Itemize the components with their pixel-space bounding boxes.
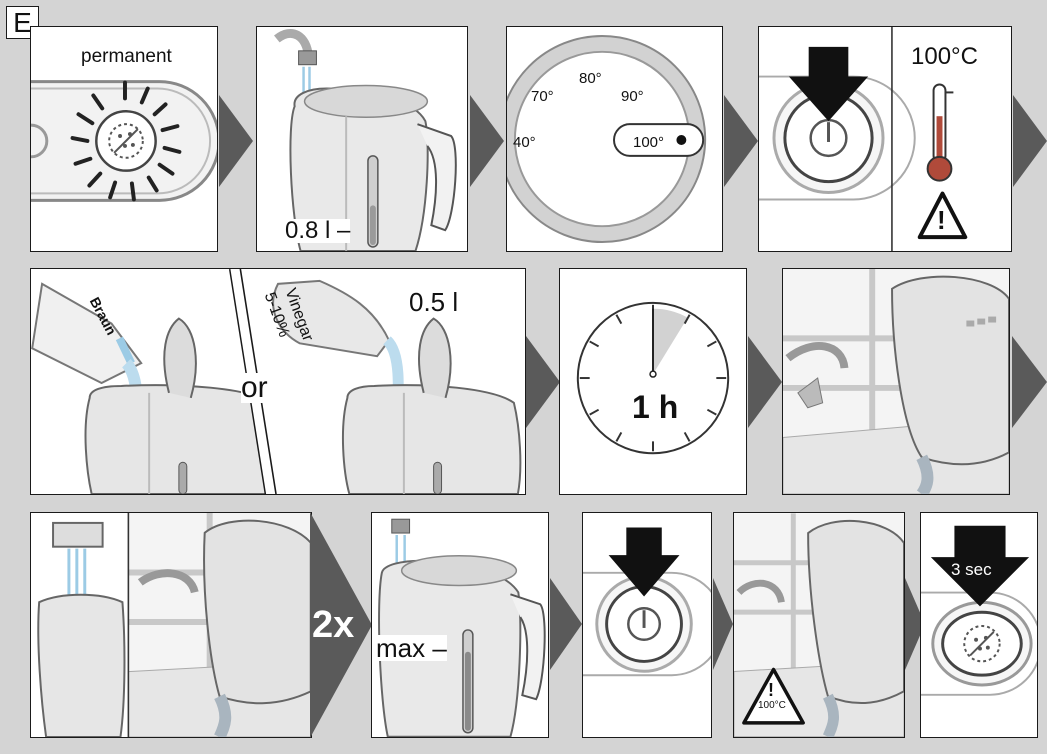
panel-fill-max: max –: [371, 512, 549, 738]
hot-temp-label: 100°C: [758, 700, 786, 711]
fill-level-label: 0.8 l –: [285, 217, 351, 244]
temperature-100c: 100°C: [911, 43, 978, 70]
hot-warning-mark: !: [768, 680, 774, 700]
step-arrow: [219, 95, 253, 187]
step-arrow: [1013, 95, 1047, 187]
warning-mark: !: [937, 205, 946, 235]
max-fill-label: max –: [376, 633, 447, 663]
vinegar-amount: 0.5 l: [409, 287, 459, 317]
dial-80: 80°: [579, 70, 602, 87]
dial-90: 90°: [621, 88, 644, 105]
dial-40: 40°: [513, 134, 536, 151]
panel-reset-descale: 3 sec: [920, 512, 1038, 738]
panel-empty-kettle: [782, 268, 1010, 495]
panel-rinse: [30, 512, 312, 738]
step-arrow: [905, 578, 925, 670]
step-arrow: [1012, 336, 1047, 428]
hold-duration-label: 3 sec: [951, 560, 992, 579]
step-arrow: [550, 578, 582, 670]
repeat-label: 2x: [312, 604, 355, 646]
permanent-label: permanent: [81, 46, 172, 67]
step-arrow: [470, 95, 504, 187]
panel-descaler-options: Braun or Vinegar 5-10% 0.5 l: [30, 268, 526, 495]
panel-switch-on: 100°C !: [758, 26, 1012, 252]
step-arrow: [526, 336, 560, 428]
panel-descale-indicator: permanent: [30, 26, 218, 252]
panel-switch-on-again: [582, 512, 712, 738]
step-arrow: [724, 95, 758, 187]
step-arrow: [748, 336, 782, 428]
or-label: or: [241, 371, 268, 404]
panel-empty-hot: ! 100°C: [733, 512, 905, 738]
panel-wait-timer: 1 h: [559, 268, 747, 495]
dial-70: 70°: [531, 88, 554, 105]
step-arrow: [713, 578, 733, 670]
section-letter: E: [6, 6, 39, 39]
repeat-arrow: [310, 512, 372, 738]
timer-label: 1 h: [632, 389, 679, 425]
dial-100: 100°: [633, 134, 665, 151]
panel-fill-water: 0.8 l –: [256, 26, 468, 252]
panel-temperature-dial: 40° 70° 80° 90° 100°: [506, 26, 723, 252]
